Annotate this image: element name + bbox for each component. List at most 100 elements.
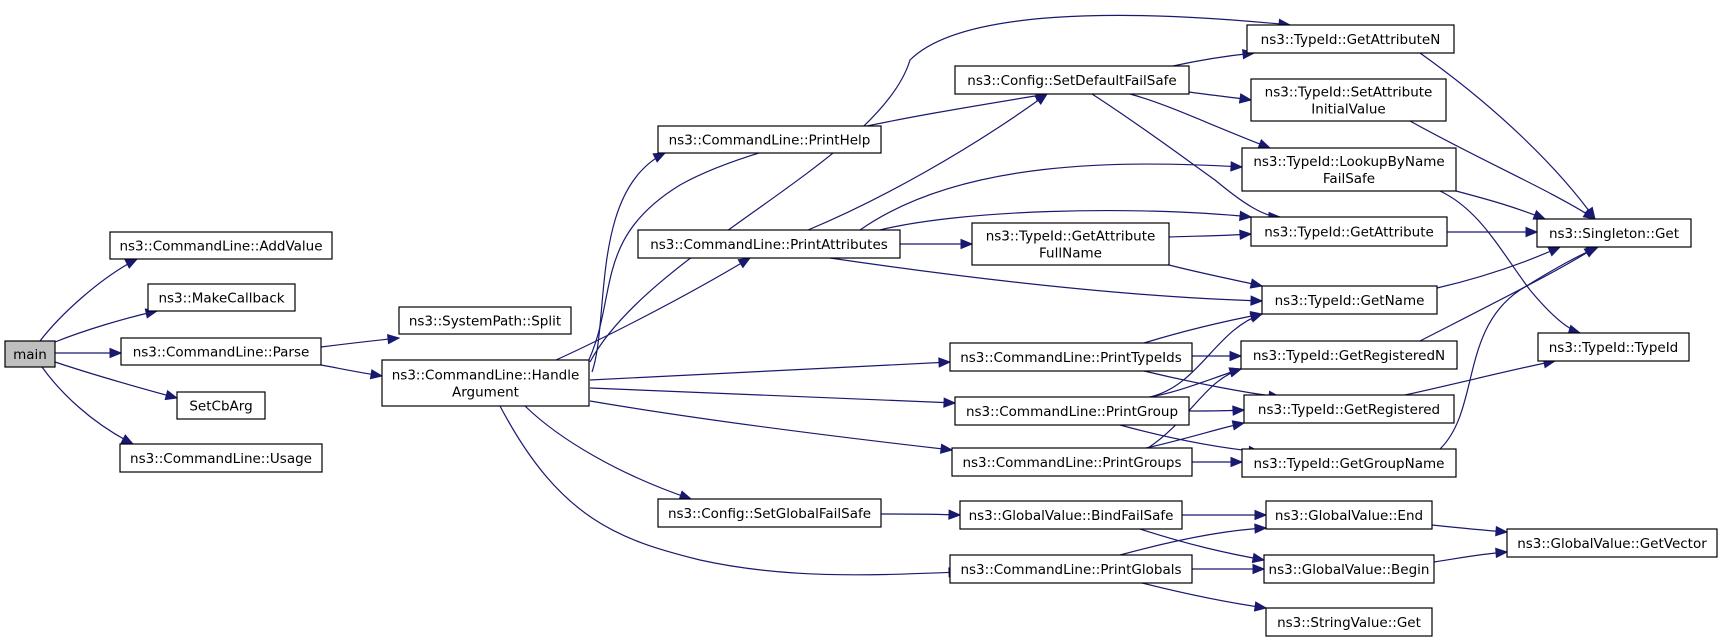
node-label: ns3::CommandLine::PrintGroup — [966, 404, 1178, 420]
node-getname[interactable]: ns3::TypeId::GetName — [1261, 285, 1438, 315]
edge-printgroup-to-getname — [1149, 312, 1264, 398]
arrowhead-icon — [1254, 509, 1268, 521]
node-usage[interactable]: ns3::CommandLine::Usage — [119, 443, 323, 473]
node-label: Argument — [452, 385, 519, 401]
edge-getgroupname-to-singleton — [1439, 246, 1600, 450]
edge-getattr-to-singleton — [1446, 226, 1539, 238]
edge-printattributes-to-getname — [829, 257, 1264, 306]
arrowhead-icon — [1257, 138, 1272, 149]
node-printglobals[interactable]: ns3::CommandLine::PrintGlobals — [949, 554, 1193, 584]
edge-printglobals-to-svget — [1141, 582, 1268, 612]
edge-printtypeids-to-getname — [1143, 310, 1264, 344]
node-label: ns3::CommandLine::Usage — [130, 451, 312, 467]
arrowhead-icon — [1253, 601, 1268, 612]
arrowhead-icon — [652, 152, 667, 163]
arrowhead-icon — [1230, 161, 1244, 172]
node-label: ns3::GlobalValue::GetVector — [1517, 536, 1707, 552]
node-label: ns3::TypeId::GetGroupName — [1254, 456, 1445, 472]
edge-handle-to-printhelp — [591, 152, 667, 373]
node-main: main — [4, 340, 56, 368]
edge-printgroups-to-getregn — [1147, 367, 1243, 449]
node-label: ns3::CommandLine::Parse — [133, 345, 310, 361]
node-getgroupname[interactable]: ns3::TypeId::GetGroupName — [1241, 448, 1457, 478]
node-getreg[interactable]: ns3::TypeId::GetRegistered — [1243, 394, 1455, 424]
node-label: FailSafe — [1323, 171, 1375, 187]
edge-bindfs-to-gvbegin — [1139, 528, 1266, 564]
node-label: ns3::Config::SetGlobalFailSafe — [668, 506, 871, 522]
arrowhead-icon — [1239, 210, 1253, 222]
node-label: ns3::CommandLine::PrintAttributes — [650, 237, 888, 253]
node-svget[interactable]: ns3::StringValue::Get — [1265, 607, 1433, 637]
node-label: ns3::CommandLine::PrintGlobals — [960, 562, 1181, 578]
node-label: ns3::TypeId::GetAttribute — [1264, 225, 1434, 241]
arrowhead-icon — [1252, 563, 1266, 575]
arrowhead-icon — [1547, 246, 1562, 257]
edge-parse-to-split — [320, 333, 401, 348]
edge-setdefaultfs-to-setattrinit — [1188, 91, 1253, 104]
node-label: ns3::GlobalValue::End — [1275, 508, 1423, 524]
arrowhead-icon — [1532, 209, 1547, 220]
edge-gvend-to-getvector — [1431, 524, 1509, 537]
arrowhead-icon — [1229, 350, 1243, 362]
node-gvbegin[interactable]: ns3::GlobalValue::Begin — [1263, 554, 1435, 584]
node-gvend[interactable]: ns3::GlobalValue::End — [1265, 500, 1433, 530]
edge-parse-to-handle — [320, 364, 384, 380]
arrowhead-icon — [1249, 278, 1264, 289]
arrowhead-icon — [737, 257, 752, 269]
edge-getattrfull-to-getattr — [1168, 229, 1253, 240]
edge-gvbegin-to-getvector — [1433, 547, 1509, 563]
node-printtypeids[interactable]: ns3::CommandLine::PrintTypeIds — [949, 342, 1193, 372]
node-label: ns3::CommandLine::AddValue — [119, 239, 322, 255]
arrowhead-icon — [938, 357, 952, 368]
node-setglobalfs[interactable]: ns3::Config::SetGlobalFailSafe — [657, 498, 882, 528]
arrowhead-icon — [387, 333, 401, 345]
node-getattr[interactable]: ns3::TypeId::GetAttribute — [1250, 216, 1448, 247]
node-printattributes[interactable]: ns3::CommandLine::PrintAttributes — [637, 229, 901, 259]
node-label: ns3::Singleton::Get — [1549, 226, 1679, 242]
arrowhead-icon — [120, 434, 135, 445]
node-split[interactable]: ns3::SystemPath::Split — [398, 306, 572, 335]
node-label: ns3::TypeId::TypeId — [1549, 340, 1679, 356]
node-label: ns3::TypeId::GetRegisteredN — [1253, 348, 1445, 364]
arrowhead-icon — [1249, 312, 1264, 323]
node-getvector[interactable]: ns3::GlobalValue::GetVector — [1506, 528, 1718, 558]
edge-handle-to-printgroups — [589, 400, 954, 454]
node-singleton[interactable]: ns3::Singleton::Get — [1536, 218, 1692, 248]
node-printgroup[interactable]: ns3::CommandLine::PrintGroup — [954, 396, 1190, 426]
edge-handle-to-printgroup — [589, 387, 957, 408]
edge-setdefaultfs-to-getattrn — [1172, 48, 1256, 67]
arrowhead-icon — [1495, 547, 1509, 559]
edge-setglobalfs-to-bindfs — [880, 509, 962, 520]
node-makecallback[interactable]: ns3::MakeCallback — [147, 283, 296, 312]
node-addvalue[interactable]: ns3::CommandLine::AddValue — [109, 231, 333, 260]
node-getattrn[interactable]: ns3::TypeId::GetAttributeN — [1246, 24, 1455, 54]
arrowhead-icon — [1251, 552, 1266, 564]
arrowhead-icon — [369, 369, 384, 380]
call-nodes: main ns3::CommandLine::AddValuens3::MakeC… — [4, 24, 1718, 637]
node-typeid[interactable]: ns3::TypeId::TypeId — [1537, 332, 1690, 362]
node-label: ns3::MakeCallback — [158, 291, 284, 307]
node-setcbarg[interactable]: SetCbArg — [176, 391, 266, 420]
node-printhelp[interactable]: ns3::CommandLine::PrintHelp — [657, 125, 882, 154]
node-printgroups[interactable]: ns3::CommandLine::PrintGroups — [951, 447, 1193, 477]
node-label: ns3::StringValue::Get — [1277, 615, 1421, 631]
edge-setattrinit-to-singleton — [1409, 120, 1597, 220]
node-setdefaultfs[interactable]: ns3::Config::SetDefaultFailSafe — [954, 65, 1190, 95]
edge-main-to-usage — [41, 366, 135, 445]
arrowhead-icon — [1238, 93, 1253, 104]
edge-main-to-makecallback — [54, 308, 159, 343]
arrowhead-icon — [1525, 226, 1539, 238]
arrowhead-icon — [164, 389, 179, 401]
edge-printattributes-to-setdefaultfs — [807, 93, 1049, 231]
arrowhead-icon — [1582, 208, 1597, 220]
node-label: InitialValue — [1311, 102, 1385, 118]
edge-getattrfull-to-getname — [1168, 264, 1264, 289]
node-getregn[interactable]: ns3::TypeId::GetRegisteredN — [1240, 340, 1458, 370]
node-parse[interactable]: ns3::CommandLine::Parse — [120, 337, 322, 366]
node-bindfs[interactable]: ns3::GlobalValue::BindFailSafe — [959, 500, 1183, 530]
